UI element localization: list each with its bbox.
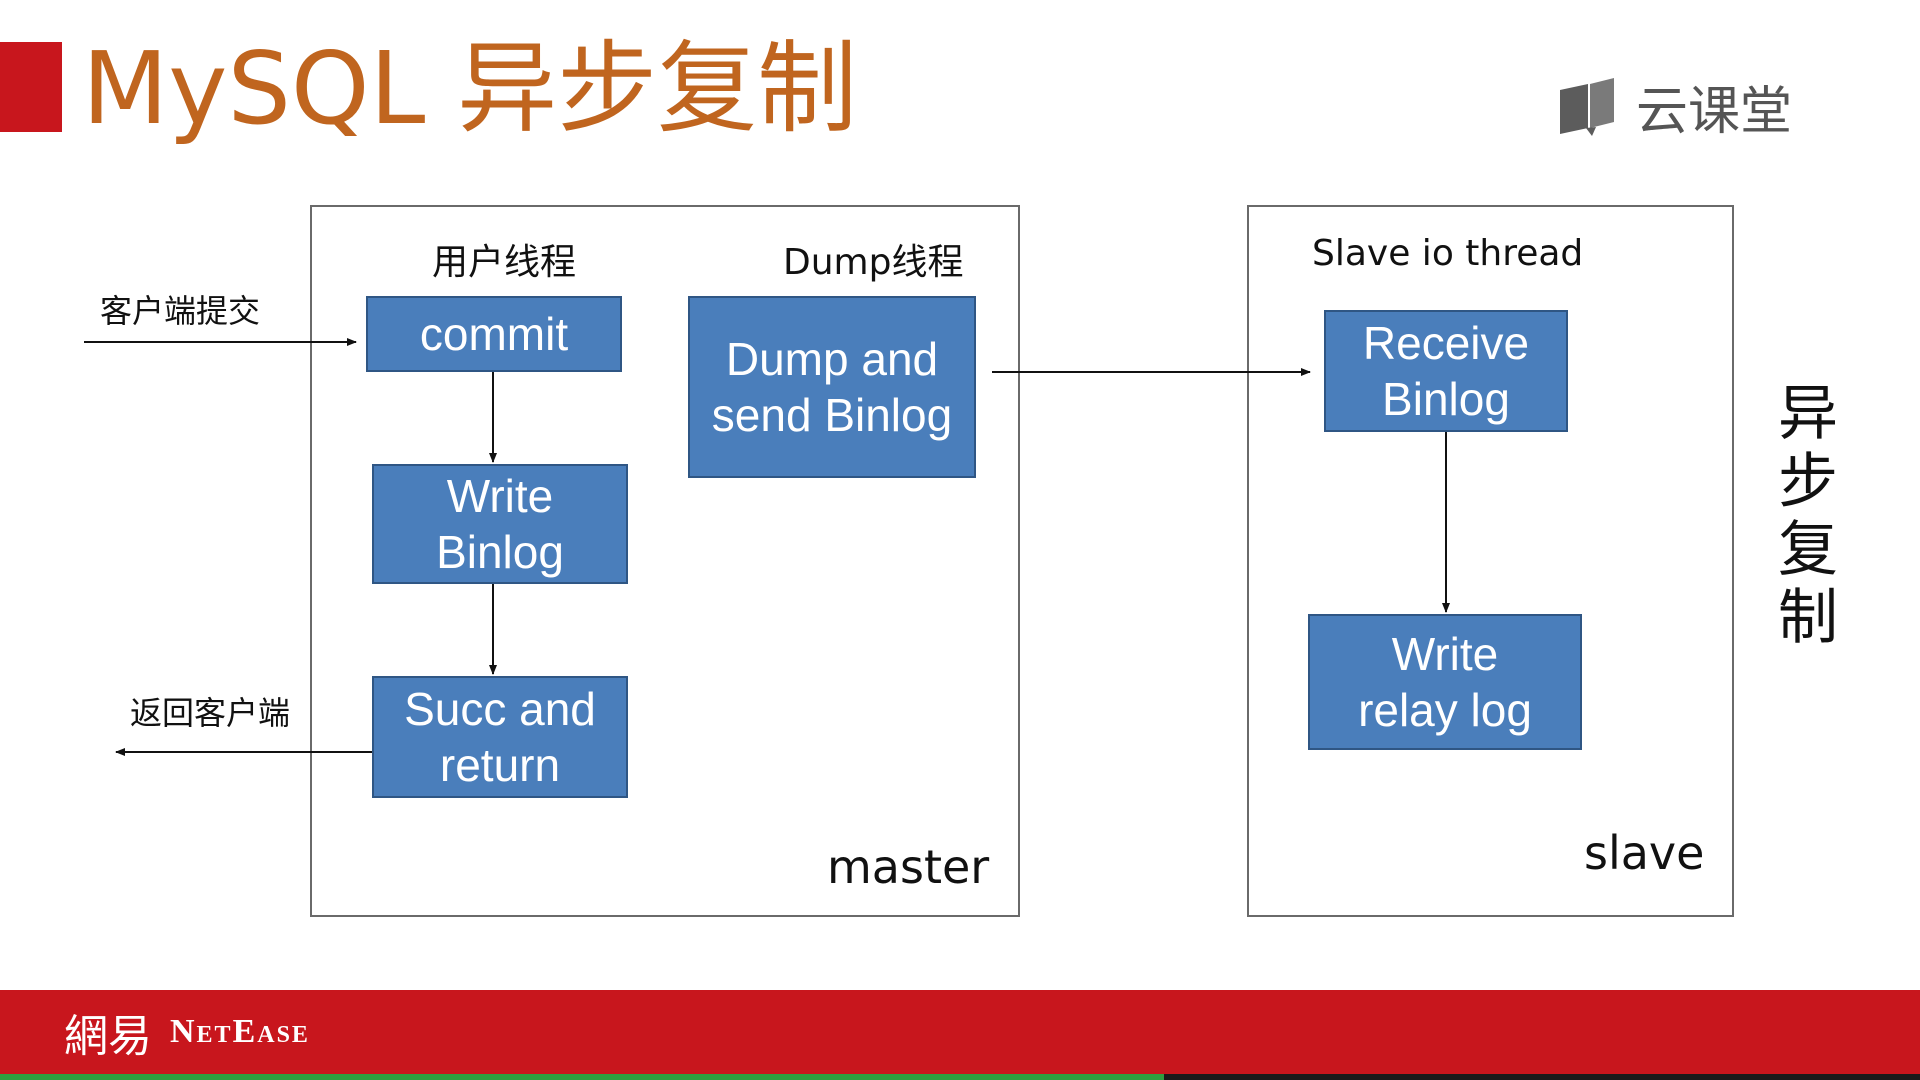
page-title: MySQL 异步复制	[82, 30, 858, 147]
succ-and-return-box: Succ and return	[372, 676, 628, 798]
netease-logo-en: NetEase	[170, 1013, 310, 1050]
netease-logo: 網易 NetEase	[64, 1002, 310, 1062]
commit-box: commit	[366, 296, 622, 372]
slave-label: slave	[1584, 826, 1705, 880]
write-binlog-box: Write Binlog	[372, 464, 628, 584]
footer-progress-strip	[0, 1074, 1164, 1080]
book-icon	[1560, 78, 1614, 136]
brand-logo: 云课堂	[1556, 74, 1792, 142]
write-relay-log-box: Write relay log	[1308, 614, 1582, 750]
return-to-client-label: 返回客户端	[130, 694, 291, 732]
dump-and-send-binlog-box: Dump and send Binlog	[688, 296, 976, 478]
user-thread-label: 用户线程	[432, 242, 577, 283]
slave-io-thread-label: Slave io thread	[1312, 233, 1584, 274]
brand-logo-text: 云课堂	[1636, 81, 1793, 142]
dump-thread-label: Dump线程	[783, 242, 964, 283]
footer-strip-dark	[1164, 1074, 1920, 1080]
title-marker	[0, 42, 62, 132]
footer-bar	[0, 990, 1920, 1080]
master-label: master	[827, 840, 990, 894]
netease-logo-cn: 網易	[64, 1011, 152, 1062]
receive-binlog-box: Receive Binlog	[1324, 310, 1568, 432]
async-replication-vertical-title: 异 步 复 制	[1778, 379, 1838, 653]
client-submit-label: 客户端提交	[100, 292, 261, 330]
